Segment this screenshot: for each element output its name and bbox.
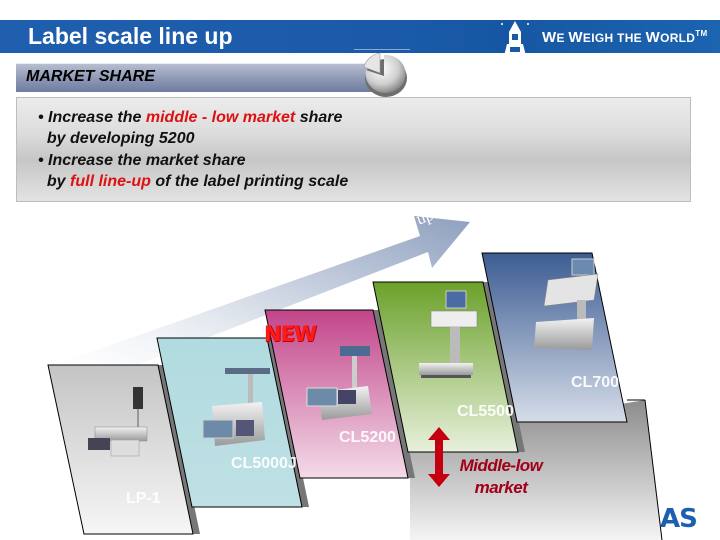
product-lineup-diagram [40,216,663,540]
middle-low-range-arrow-icon [428,427,450,487]
product-label-cl5500: CL5500 [457,403,514,420]
brand-tagline: WE WEIGH THE WORLDTM [542,29,708,46]
section-header-bar [16,63,376,92]
scale-lp1-icon [88,387,148,457]
bullet-item: by developing 5200 [38,130,195,147]
bullet-item: • Increase the middle - low market share [38,109,343,126]
bullet-item: • Increase the market share [38,152,246,169]
company-logo: AS [660,504,698,534]
product-label-cl5200: CL5200 [339,429,396,446]
section-title: MARKET SHARE [26,68,155,85]
scale-cl5200-icon [306,346,372,420]
header-bar [0,20,720,53]
bullet-item: by full line-up of the label printing sc… [38,173,349,190]
scale-cl7000-icon [534,258,599,350]
product-label-lp1: LP-1 [126,490,161,507]
tower-logo-icon [501,10,529,56]
divider [354,49,410,50]
bullet-list-box: • Increase the middle - low market share… [16,97,691,202]
scale-cl5500-icon [419,290,478,378]
pie-chart-icon [363,52,407,97]
product-label-cl7000: CL7000 [571,374,624,391]
scale-cl5000j-icon [202,368,270,446]
new-badge: NEW [264,322,317,346]
page-title: Label scale line up [28,23,233,49]
full-line-up-arrow [40,216,470,395]
product-label-cl5000j: CL5000J [231,455,297,472]
